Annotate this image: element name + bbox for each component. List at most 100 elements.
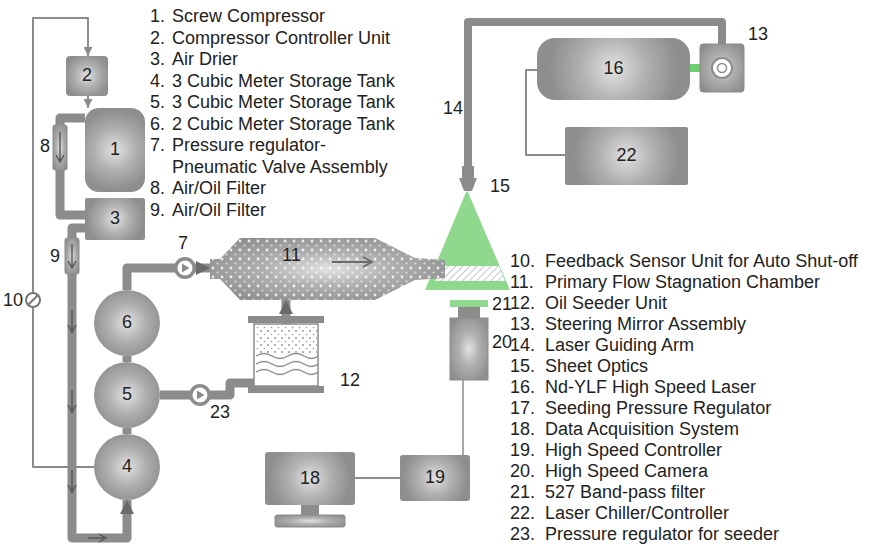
sheet-optics	[459, 166, 477, 191]
callout-number: 15	[490, 176, 510, 198]
list-text: Screw Compressor	[172, 6, 325, 28]
measurement-region	[435, 266, 505, 281]
list-number: 9.	[150, 200, 165, 222]
drawing-part	[68, 310, 76, 332]
list-text: 3 Cubic Meter Storage Tank	[172, 92, 395, 114]
list-text: Compressor Controller Unit	[172, 28, 390, 50]
list-text: Laser Guiding Arm	[545, 335, 694, 357]
storage-tank: 6	[94, 290, 160, 356]
drawing-part	[88, 534, 106, 542]
callout-number: 16	[603, 59, 623, 79]
drawing-part	[174, 257, 196, 279]
list-text: 527 Band-pass filter	[545, 482, 705, 504]
drawing-part	[275, 515, 345, 527]
drawing-part	[197, 391, 205, 400]
callout-number: 14	[443, 98, 463, 120]
list-text: Steering Mirror Assembly	[545, 314, 746, 336]
callout-number: 12	[340, 370, 360, 392]
drawing-part	[712, 58, 732, 78]
callout-number: 18	[300, 469, 320, 489]
controller-box: 2	[66, 56, 108, 96]
drawing-part	[65, 238, 79, 274]
list-number: 19.	[510, 440, 535, 462]
list-text: Nd-YLF High Speed Laser	[545, 377, 756, 399]
storage-tank: 5	[94, 362, 160, 428]
list-text: Air/Oil Filter	[172, 200, 266, 222]
callout-number: 7	[178, 233, 188, 255]
chamber-texture	[210, 238, 445, 300]
drawing-part	[450, 318, 488, 380]
drawing-part	[68, 470, 76, 492]
storage-tank: 4	[94, 434, 160, 500]
flow-arrow	[332, 257, 372, 267]
list-number: 22.	[510, 503, 535, 525]
controller-box: 19	[400, 455, 470, 501]
air-oil-filter	[53, 125, 67, 170]
list-text: Sheet Optics	[545, 356, 648, 378]
list-number: 13.	[510, 314, 535, 336]
drawing-part	[450, 300, 488, 307]
drawing-part	[700, 44, 744, 92]
drawing-part	[28, 295, 38, 305]
list-text: 3 Cubic Meter Storage Tank	[172, 71, 395, 93]
drawing-part	[182, 264, 190, 273]
list-number: 16.	[510, 377, 535, 399]
oil-seeder	[248, 316, 324, 393]
seeder-regulator	[189, 384, 211, 406]
list-number: 5.	[150, 92, 165, 114]
stagnation-chamber: 11	[210, 238, 445, 300]
callout-number: 22	[616, 146, 636, 166]
callout-number: 13	[748, 24, 768, 46]
steering-mirror	[690, 44, 744, 92]
list-number: 23.	[510, 524, 535, 546]
list-number: 14.	[510, 335, 535, 357]
list-number: 21.	[510, 482, 535, 504]
drawing-part	[56, 132, 64, 162]
laser-box: 16	[537, 38, 690, 100]
list-text: Feedback Sensor Unit for Auto Shut-off	[545, 251, 858, 273]
list-number: 10.	[510, 251, 535, 273]
list-number: 20.	[510, 461, 535, 483]
list-number: 12.	[510, 293, 535, 315]
list-number: 3.	[150, 49, 165, 71]
air-pipe	[127, 268, 210, 290]
air-oil-filter	[65, 238, 79, 274]
camera-cable	[462, 380, 464, 455]
list-number: 4.	[150, 71, 165, 93]
drawing-part	[189, 384, 211, 406]
drawing-part	[248, 316, 324, 323]
drawing-part	[178, 261, 193, 276]
drawing-part	[301, 505, 319, 515]
signal-line	[87, 96, 89, 108]
drawing-part	[193, 388, 208, 403]
list-text: Laser Chiller/Controller	[545, 503, 729, 525]
callout-number: 20	[492, 332, 512, 354]
callout-number: 11	[282, 246, 301, 266]
callout-number: 9	[50, 246, 60, 268]
drawing-part	[248, 386, 324, 393]
chamber-body	[210, 238, 445, 300]
list-number: 1.	[150, 6, 165, 28]
drawing-part	[255, 325, 317, 353]
callout-number: 1	[110, 140, 120, 160]
signal-line	[355, 477, 400, 479]
list-text: Pressure regulator for seeder	[545, 524, 779, 546]
list-text: Data Acquisition System	[545, 419, 739, 441]
list-number: 2.	[150, 28, 165, 50]
list-text: 2 Cubic Meter Storage Tank	[172, 114, 395, 136]
list-text: High Speed Controller	[545, 440, 722, 462]
list-number: 11.	[510, 272, 534, 294]
callout-number: 10	[3, 290, 23, 312]
callout-number: 21	[492, 294, 512, 316]
list-number: 18.	[510, 419, 535, 441]
list-text: Seeding Pressure Regulator	[545, 398, 771, 420]
drawing-part	[256, 354, 318, 375]
list-text: Oil Seeder Unit	[545, 293, 667, 315]
list-number: 15.	[510, 356, 535, 378]
callout-number: 23	[210, 402, 230, 424]
drawing-part	[68, 244, 76, 268]
drawing-part	[68, 390, 76, 412]
drier-box: 3	[85, 198, 145, 240]
list-text: Pressure regulator- Pneumatic Valve Asse…	[172, 135, 412, 178]
drawing-part	[53, 125, 67, 170]
